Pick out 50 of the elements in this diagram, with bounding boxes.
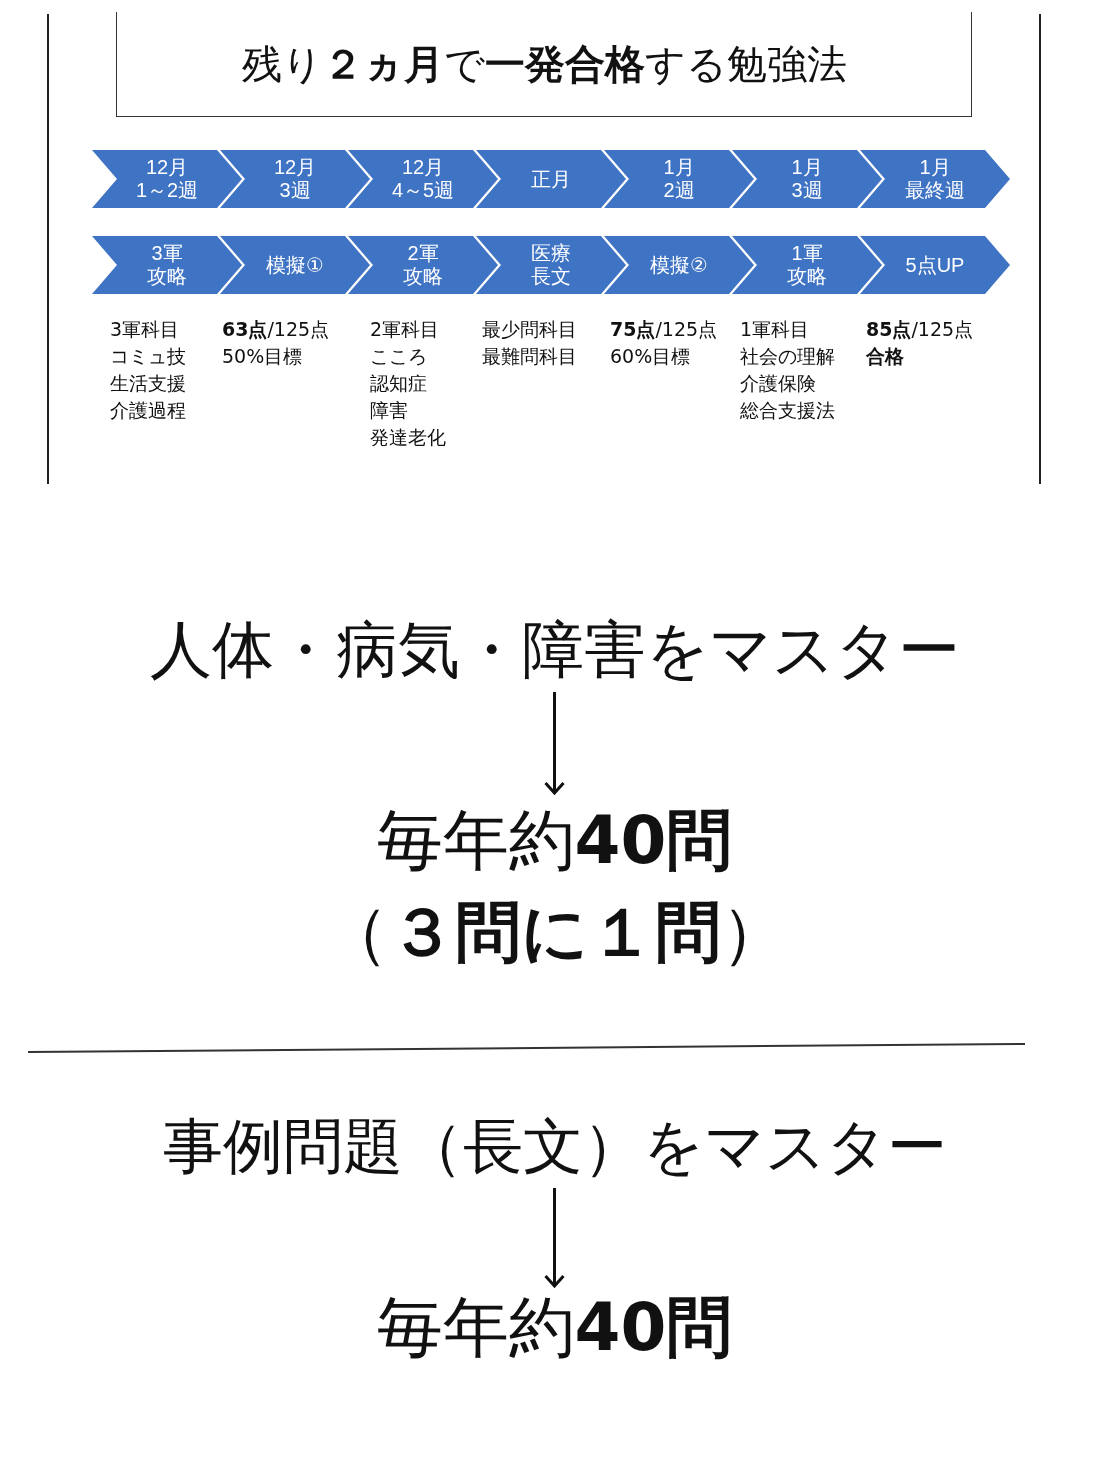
step-label: 1月 最終週 <box>904 155 966 203</box>
chevron-step <box>348 150 498 208</box>
step-label: 医療 長文 <box>530 241 572 289</box>
heading-text: 事例問題（長文）をマスター <box>162 1110 947 1183</box>
step-label: 正月 <box>530 166 572 192</box>
note-text: 85点/125点 <box>866 317 974 342</box>
note-text: 障害 <box>370 398 409 423</box>
step-label: 5点UP <box>904 252 966 278</box>
note-text: 介護保険 <box>740 371 817 396</box>
note-text: 75点/125点 <box>610 317 718 342</box>
chevron-step <box>732 150 882 208</box>
step-label: 12月 3週 <box>272 155 318 203</box>
note-text: 3軍科目 <box>110 317 181 342</box>
step-label: 1軍 攻略 <box>786 241 828 289</box>
note-text: 社会の理解 <box>740 344 835 369</box>
step-label: 1月 2週 <box>662 155 696 203</box>
note-text: 63点/125点 <box>222 317 330 342</box>
chevron-step <box>860 150 1010 208</box>
heading-text: 毎年約40問 <box>376 801 733 881</box>
step-label: 12月 1～2週 <box>134 155 200 203</box>
step-label: 模擬① <box>265 252 325 278</box>
chevron-step <box>92 150 242 208</box>
note-text: 1軍科目 <box>740 317 811 342</box>
arrow <box>544 1188 565 1288</box>
chevron-step <box>220 150 370 208</box>
note-text: 発達老化 <box>370 425 446 450</box>
note-text: こころ <box>370 344 428 369</box>
chevron-step <box>604 150 754 208</box>
step-label: 1月 3週 <box>790 155 824 203</box>
note-text: 最少問科目 <box>482 317 577 342</box>
step-label: 3軍 攻略 <box>146 241 188 289</box>
note-text: 60%目標 <box>610 344 692 369</box>
note-text: 最難問科目 <box>482 344 577 369</box>
note-text: 2軍科目 <box>370 317 441 342</box>
title: 残り２ヵ月で一発合格する勉強法 <box>241 39 847 89</box>
note-text: 介護過程 <box>110 398 186 423</box>
step-label: 2軍 攻略 <box>402 241 444 289</box>
note-text: 50%目標 <box>222 344 304 369</box>
note-text: 生活支援 <box>110 371 186 396</box>
chevron-step <box>476 150 626 208</box>
heading-text: 人体・病気・障害をマスター <box>149 612 960 688</box>
arrow <box>544 692 565 795</box>
step-label: 模擬② <box>649 252 709 278</box>
heading-text: 毎年約40問 <box>376 1288 733 1368</box>
note-text: 認知症 <box>370 371 428 396</box>
heading-text: （３問に１問） <box>322 893 787 973</box>
note-text: コミュ技 <box>110 344 186 369</box>
step-label: 12月 4～5週 <box>390 155 456 203</box>
note-text: 合格 <box>866 344 905 369</box>
note-text: 総合支援法 <box>740 398 835 423</box>
